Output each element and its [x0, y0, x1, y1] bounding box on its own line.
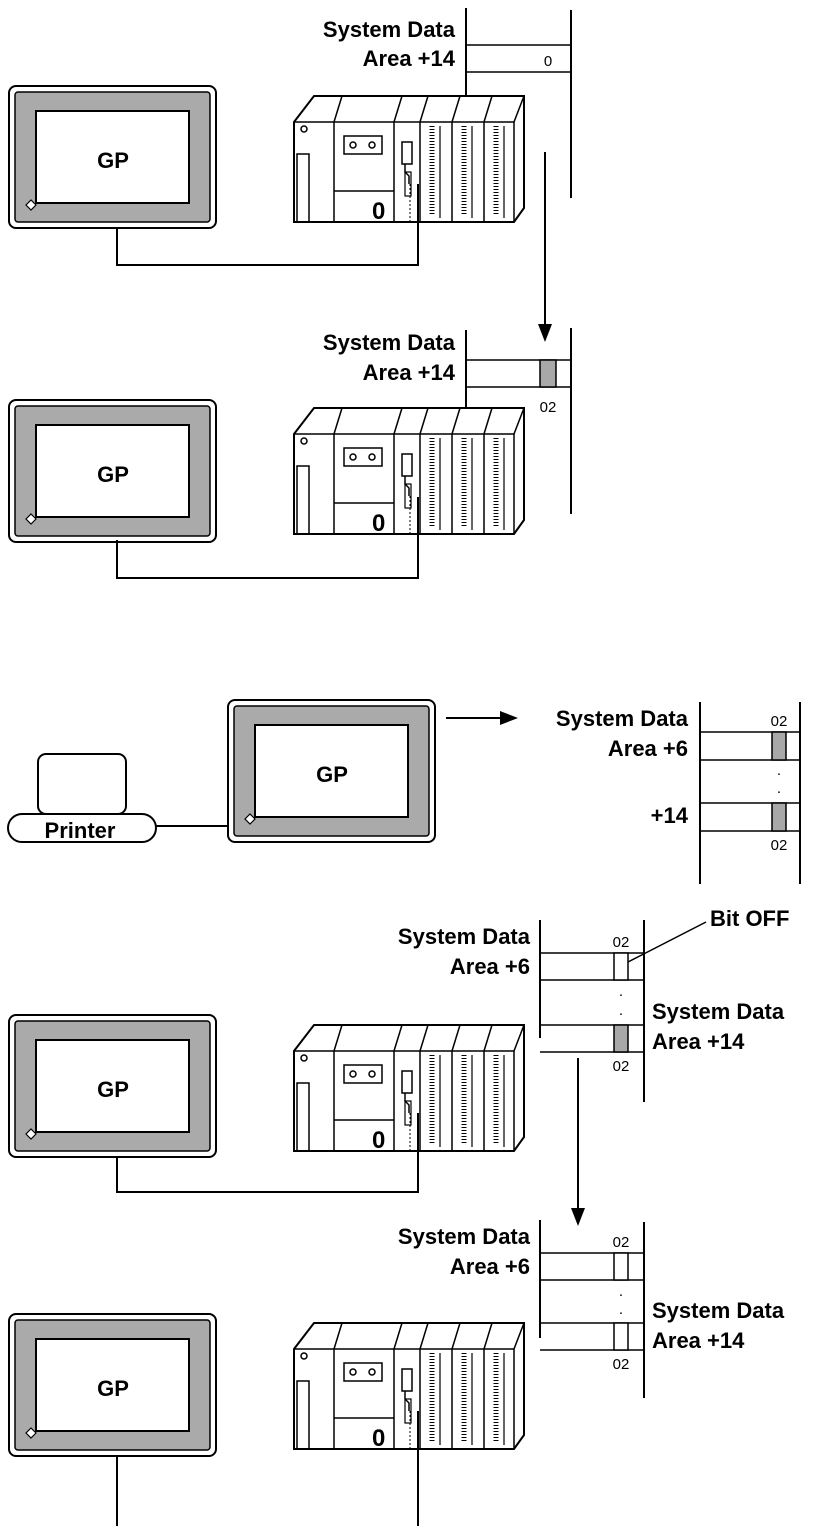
area-14-label: Area +14 — [363, 46, 456, 71]
bit-off-cell — [613, 1322, 629, 1351]
bit-off-cell — [613, 1252, 629, 1281]
system-data-label: System Data — [398, 924, 531, 949]
bit-on-cell — [539, 359, 557, 388]
bit-number: 02 — [771, 713, 788, 730]
plc-unit — [294, 96, 524, 225]
area-14-label: Area +14 — [363, 360, 456, 385]
system-data-label: System Data — [323, 330, 456, 355]
plc-unit — [294, 1323, 524, 1452]
word-value: 0 — [544, 53, 552, 70]
ellipsis-dot: . — [777, 762, 781, 779]
plus-14-label: +14 — [651, 803, 689, 828]
gp-label: GP — [97, 1077, 129, 1102]
area-6-label: Area +6 — [608, 736, 688, 761]
ellipsis-dot: . — [777, 780, 781, 797]
transfer-arrowhead — [500, 711, 518, 725]
gp-label: GP — [97, 462, 129, 487]
cable — [116, 184, 419, 266]
system-data-label: System Data — [652, 999, 785, 1024]
area-14-label: Area +14 — [652, 1328, 745, 1353]
printer-body — [7, 813, 157, 843]
cable — [116, 497, 419, 579]
bit-off-cell — [613, 952, 629, 981]
bit-off-label: Bit OFF — [710, 906, 789, 931]
plc-unit — [294, 408, 524, 537]
plc-unit — [294, 1025, 524, 1154]
area-6-label: Area +6 — [450, 1254, 530, 1279]
scene-4: System Data Area +6 02 02 . . Bit OFF Sy… — [8, 906, 789, 1193]
gp-label: GP — [97, 1376, 129, 1401]
bit-number: 02 — [540, 399, 557, 416]
bit-number: 02 — [613, 1234, 630, 1251]
system-data-label: System Data — [652, 1298, 785, 1323]
system-data-label: System Data — [398, 1224, 531, 1249]
ellipsis-dot: . — [619, 1301, 623, 1318]
ellipsis-dot: . — [619, 1283, 623, 1300]
system-data-label: System Data — [556, 706, 689, 731]
down-arrow-1 — [538, 152, 552, 342]
bit-on-cell — [771, 731, 787, 761]
bit-on-cell — [613, 1024, 629, 1053]
area-6-label: Area +6 — [450, 954, 530, 979]
bit-on-cell — [771, 802, 787, 832]
printer-label: Printer — [45, 818, 116, 843]
scene-1: System Data Area +14 0 GP — [8, 8, 572, 266]
bit-number: 02 — [771, 837, 788, 854]
bit-number: 02 — [613, 1058, 630, 1075]
cable — [116, 1113, 419, 1193]
ellipsis-dot: . — [619, 1002, 623, 1019]
gp-label: GP — [316, 762, 348, 787]
scene-5: System Data Area +6 02 02 . . System Dat… — [8, 1220, 785, 1526]
area-14-label: Area +14 — [652, 1029, 745, 1054]
system-data-label: System Data — [323, 17, 456, 42]
bit-number: 02 — [613, 1356, 630, 1373]
gp-label: GP — [97, 148, 129, 173]
ellipsis-dot: . — [619, 983, 623, 1000]
callout-line — [627, 921, 707, 963]
printer-paper — [37, 753, 127, 815]
down-arrow-2 — [571, 1058, 585, 1226]
bit-number: 02 — [613, 934, 630, 951]
scene-2: System Data Area +14 02 GP — [8, 328, 572, 579]
scene-3: Printer GP System Data Area +6 +14 02 02… — [7, 699, 801, 884]
